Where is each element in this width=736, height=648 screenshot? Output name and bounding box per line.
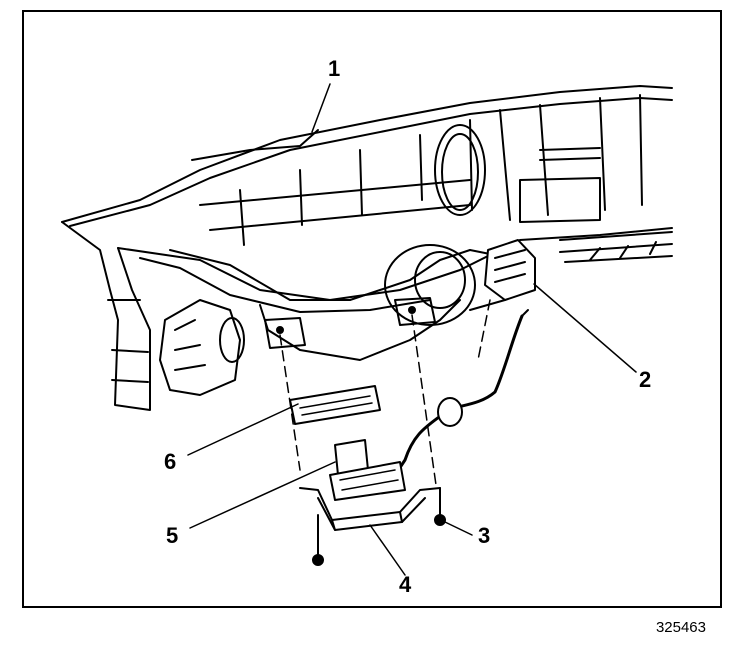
callout-5: 5 — [166, 523, 179, 548]
fastener-bolts — [312, 487, 446, 566]
diagram-frame — [22, 10, 722, 608]
leader-lines — [187, 83, 637, 576]
figure-number: 325463 — [655, 619, 706, 636]
wiring-harness — [393, 309, 529, 477]
callout-4: 4 — [399, 572, 412, 597]
control-module — [329, 439, 406, 501]
callout-2: 2 — [639, 367, 652, 392]
module-bracket — [289, 385, 381, 425]
callout-6: 6 — [164, 449, 177, 474]
electrical-connector — [484, 239, 536, 301]
mounting-bracket — [299, 487, 441, 531]
instrument-panel-carrier — [61, 85, 673, 411]
callout-3: 3 — [478, 523, 491, 548]
alignment-lines — [279, 299, 491, 486]
callout-1: 1 — [328, 56, 341, 81]
